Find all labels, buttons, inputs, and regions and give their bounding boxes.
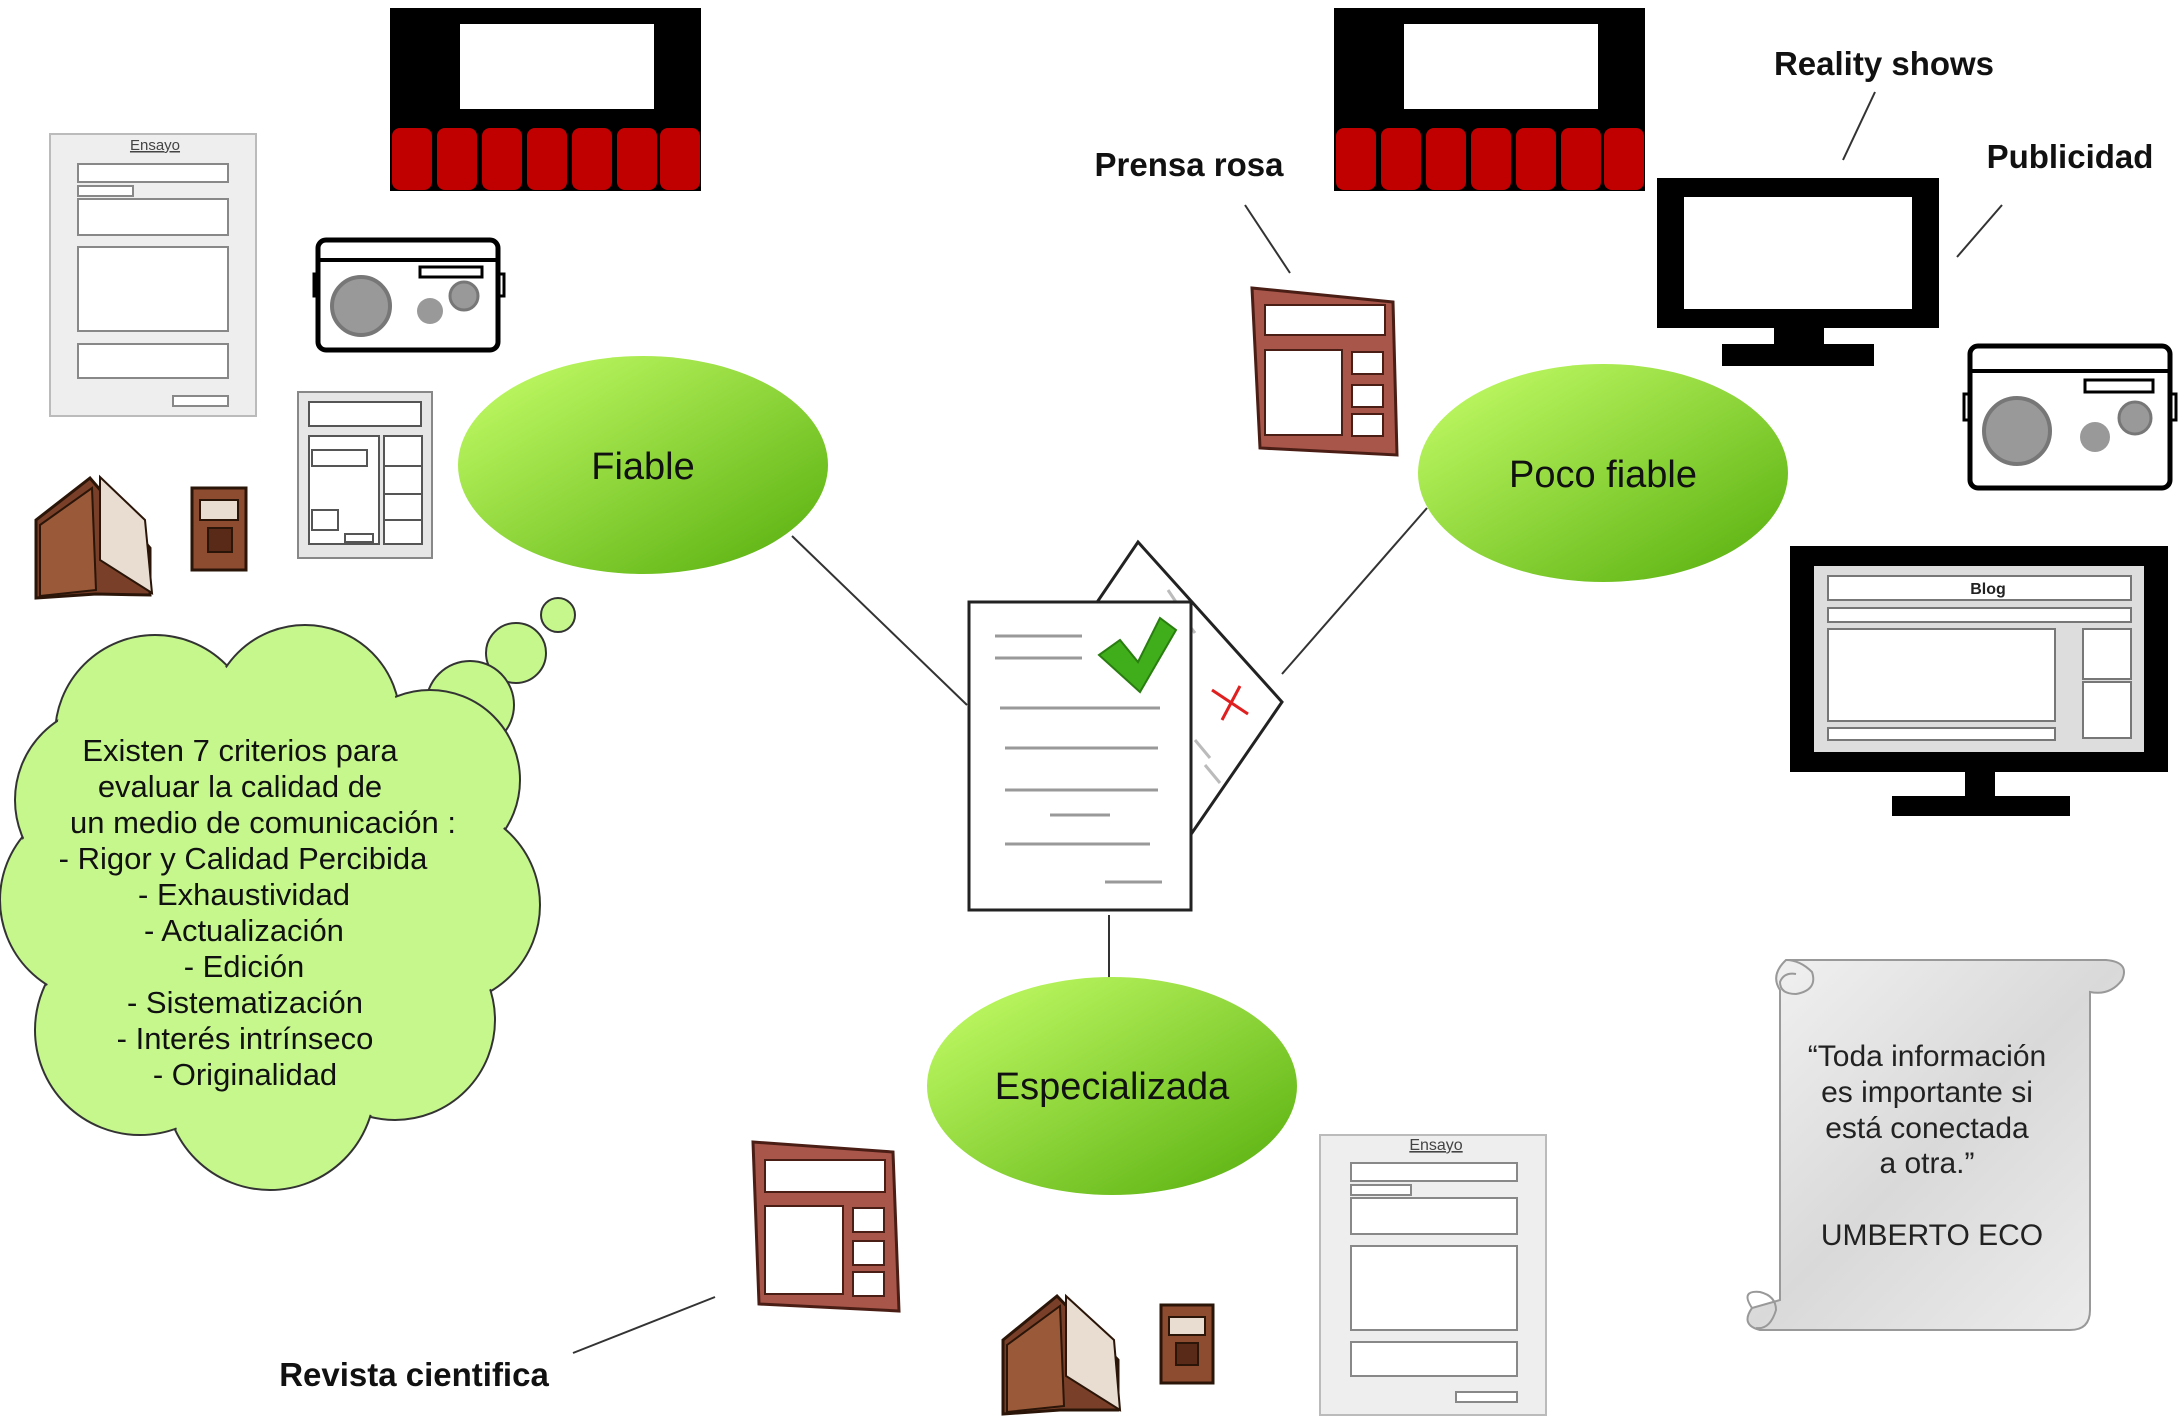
quote-scroll: “Toda información es importante si está … — [1746, 959, 2125, 1331]
svg-text:Existen 7 criterios para: Existen 7 criterios para — [82, 733, 398, 768]
book-icon — [1001, 1293, 1122, 1416]
svg-text:- Actualización: - Actualización — [144, 913, 344, 948]
label-prensa-rosa: Prensa rosa — [1095, 146, 1285, 183]
svg-text:“Toda información: “Toda información — [1808, 1040, 2046, 1073]
svg-text:- Originalidad: - Originalidad — [153, 1057, 337, 1092]
svg-text:- Exhaustividad: - Exhaustividad — [138, 877, 350, 912]
svg-text:Fiable: Fiable — [591, 446, 695, 488]
svg-text:está conectada: está conectada — [1825, 1112, 2029, 1145]
connectors — [572, 91, 2003, 1354]
node-especializada: Especializada — [927, 977, 1297, 1195]
leader-reality-shows — [1842, 91, 1876, 161]
node-poco-fiable: Poco fiable — [1418, 364, 1788, 582]
magazine-icon — [751, 1140, 901, 1313]
leader-revista-cientifica — [572, 1296, 716, 1354]
checkmark-icon — [1097, 616, 1178, 694]
svg-text:Blog: Blog — [1970, 581, 2006, 598]
radio-icon — [312, 237, 506, 353]
svg-text:- Interés intrínseco: - Interés intrínseco — [117, 1021, 374, 1056]
leader-prensa-rosa — [1244, 204, 1291, 274]
node-fiable: Fiable — [458, 356, 828, 574]
evaluation-documents-icon — [967, 539, 1284, 912]
svg-text:Ensayo: Ensayo — [130, 137, 180, 154]
svg-text:Ensayo: Ensayo — [1409, 1137, 1462, 1154]
radio-icon — [1962, 343, 2178, 491]
essay-document-icon: Ensayo — [1319, 1134, 1547, 1416]
newspaper-icon — [297, 391, 433, 559]
essay-document-icon: Ensayo — [49, 133, 257, 417]
leader-publicidad — [1956, 204, 2003, 258]
svg-text:es importante si: es importante si — [1821, 1076, 2033, 1109]
blog-monitor-icon: Blog — [1790, 546, 2168, 816]
svg-text:un medio de comunicación :: un medio de comunicación : — [70, 805, 456, 840]
connector-fiable — [791, 535, 968, 706]
tv-icon — [1657, 178, 1939, 366]
label-reality-shows: Reality shows — [1774, 45, 1994, 82]
svg-text:- Rigor y Calidad Percibida: - Rigor y Calidad Percibida — [59, 841, 428, 876]
book-small-icon — [1159, 1303, 1215, 1385]
svg-text:evaluar la calidad de: evaluar la calidad de — [98, 769, 382, 804]
cross-icon — [1211, 685, 1249, 721]
svg-text:- Edición: - Edición — [184, 949, 305, 984]
thought-bubble: Existen 7 criterios para evaluar la cali… — [0, 597, 576, 1191]
svg-text:Especializada: Especializada — [995, 1066, 1230, 1108]
book-small-icon — [190, 486, 248, 572]
magazine-icon — [1250, 286, 1399, 457]
label-revista-cientifica: Revista cientifica — [279, 1356, 549, 1393]
label-publicidad: Publicidad — [1987, 138, 2154, 175]
book-icon — [34, 474, 154, 600]
svg-text:- Sistematización: - Sistematización — [127, 985, 363, 1020]
cinema-icon — [1334, 8, 1645, 191]
connector-poco-fiable — [1281, 507, 1428, 675]
svg-text:Poco fiable: Poco fiable — [1509, 454, 1697, 496]
quote-author: UMBERTO ECO — [1821, 1219, 2043, 1252]
cinema-icon — [390, 8, 701, 191]
svg-text:a otra.”: a otra.” — [1879, 1147, 1974, 1180]
